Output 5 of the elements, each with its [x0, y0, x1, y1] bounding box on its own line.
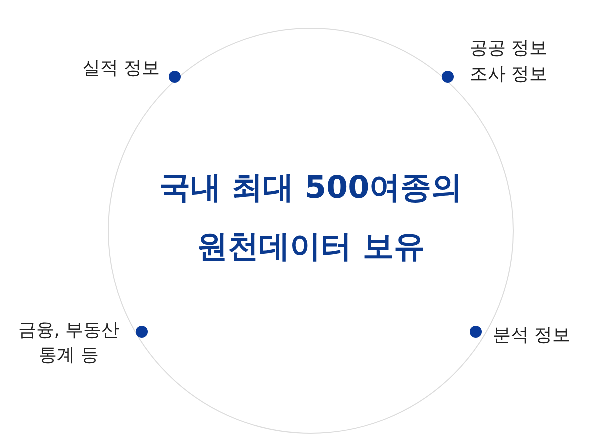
- category-label: 금융, 부동산 통계 등: [17, 319, 121, 368]
- center-heading: 국내 최대 500여종의 원천데이터 보유: [158, 169, 464, 267]
- category-label: 실적 정보: [82, 57, 160, 81]
- category-label: 분석 정보: [493, 324, 571, 348]
- category-label: 공공 정보 조사 정보: [470, 37, 549, 87]
